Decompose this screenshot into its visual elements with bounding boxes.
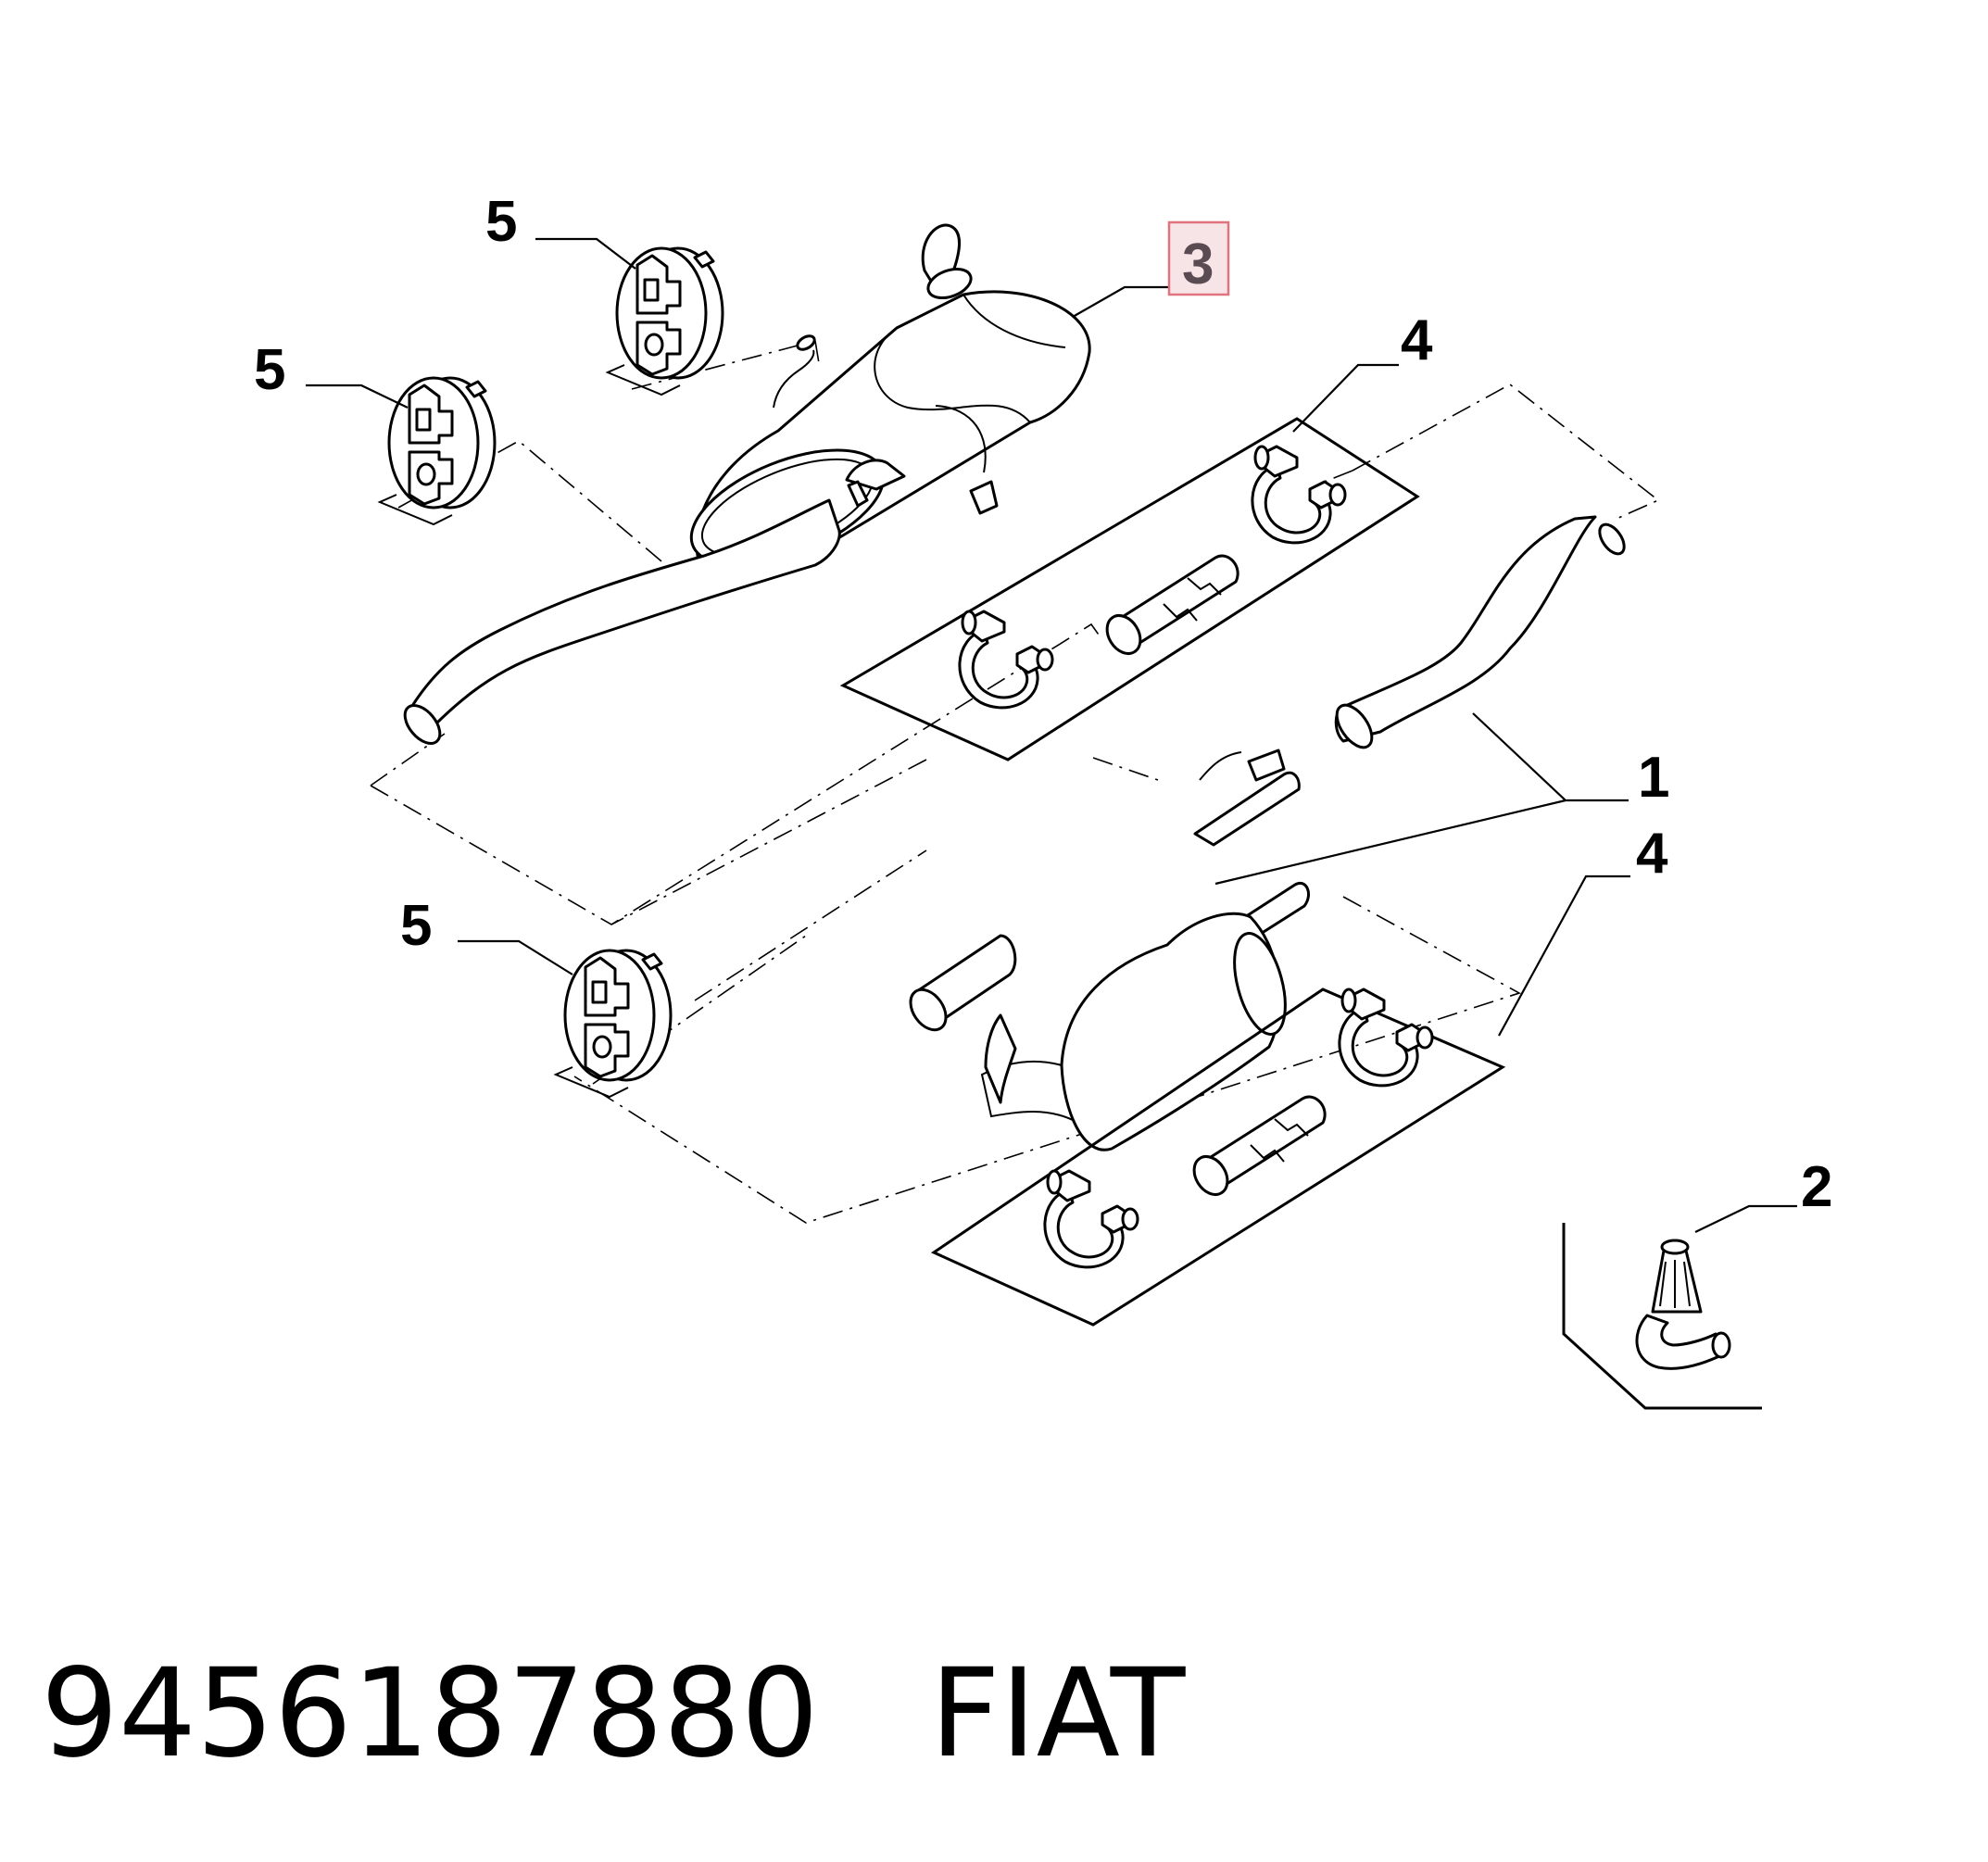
assembly-dash-line [694, 849, 927, 1001]
callout-2: 2 [1801, 1155, 1832, 1219]
leader-line-1 [1214, 712, 1629, 886]
leader-line-2 [1694, 1204, 1797, 1233]
callout-5-bottom: 5 [400, 894, 432, 958]
callout-4-upper: 4 [1401, 308, 1433, 372]
assembly-dash-line [370, 733, 446, 786]
rear-muffler-part-3 [403, 223, 1091, 745]
sensor-fitting-part-2 [1562, 1223, 1762, 1410]
catalytic-converter-part-1 [909, 749, 1310, 1151]
assembly-dash-line [1352, 384, 1660, 520]
leader-line-5 [535, 237, 636, 270]
assembly-dash-line [370, 623, 1101, 925]
callout-5-middle: 5 [254, 338, 285, 402]
callout-4-lower: 4 [1636, 822, 1668, 886]
part-caption: 9456187880 FIAT [41, 1640, 1185, 1788]
leader-line-5 [306, 384, 409, 409]
leader-line-4 [1498, 874, 1630, 1037]
leader-line-4 [1292, 363, 1399, 433]
brand-name: FIAT [929, 1642, 1186, 1785]
clamp-kit-part-4-lower [930, 988, 1506, 1327]
front-pipe-part-1 [1334, 515, 1626, 749]
callout-3: 3 [1182, 233, 1214, 296]
assembly-dash-line [610, 759, 927, 925]
rubber-hanger-part-5-top [605, 246, 724, 396]
part-number: 9456187880 [41, 1642, 819, 1785]
assembly-dash-line [573, 896, 1522, 1224]
rubber-hanger-part-5-bottom [553, 949, 673, 1099]
leader-line-3 [1072, 285, 1169, 318]
callout-3-highlight-box [1167, 220, 1230, 296]
callout-1: 1 [1638, 746, 1669, 810]
assembly-dash-line [631, 340, 820, 390]
clamp-kit-part-4-upper [839, 417, 1420, 761]
assembly-dash-line [1324, 470, 1353, 483]
rubber-hanger-part-5-middle [377, 376, 497, 526]
assembly-dash-line [1092, 757, 1159, 781]
callout-5-top: 5 [485, 190, 517, 254]
leader-line-5 [458, 939, 573, 975]
